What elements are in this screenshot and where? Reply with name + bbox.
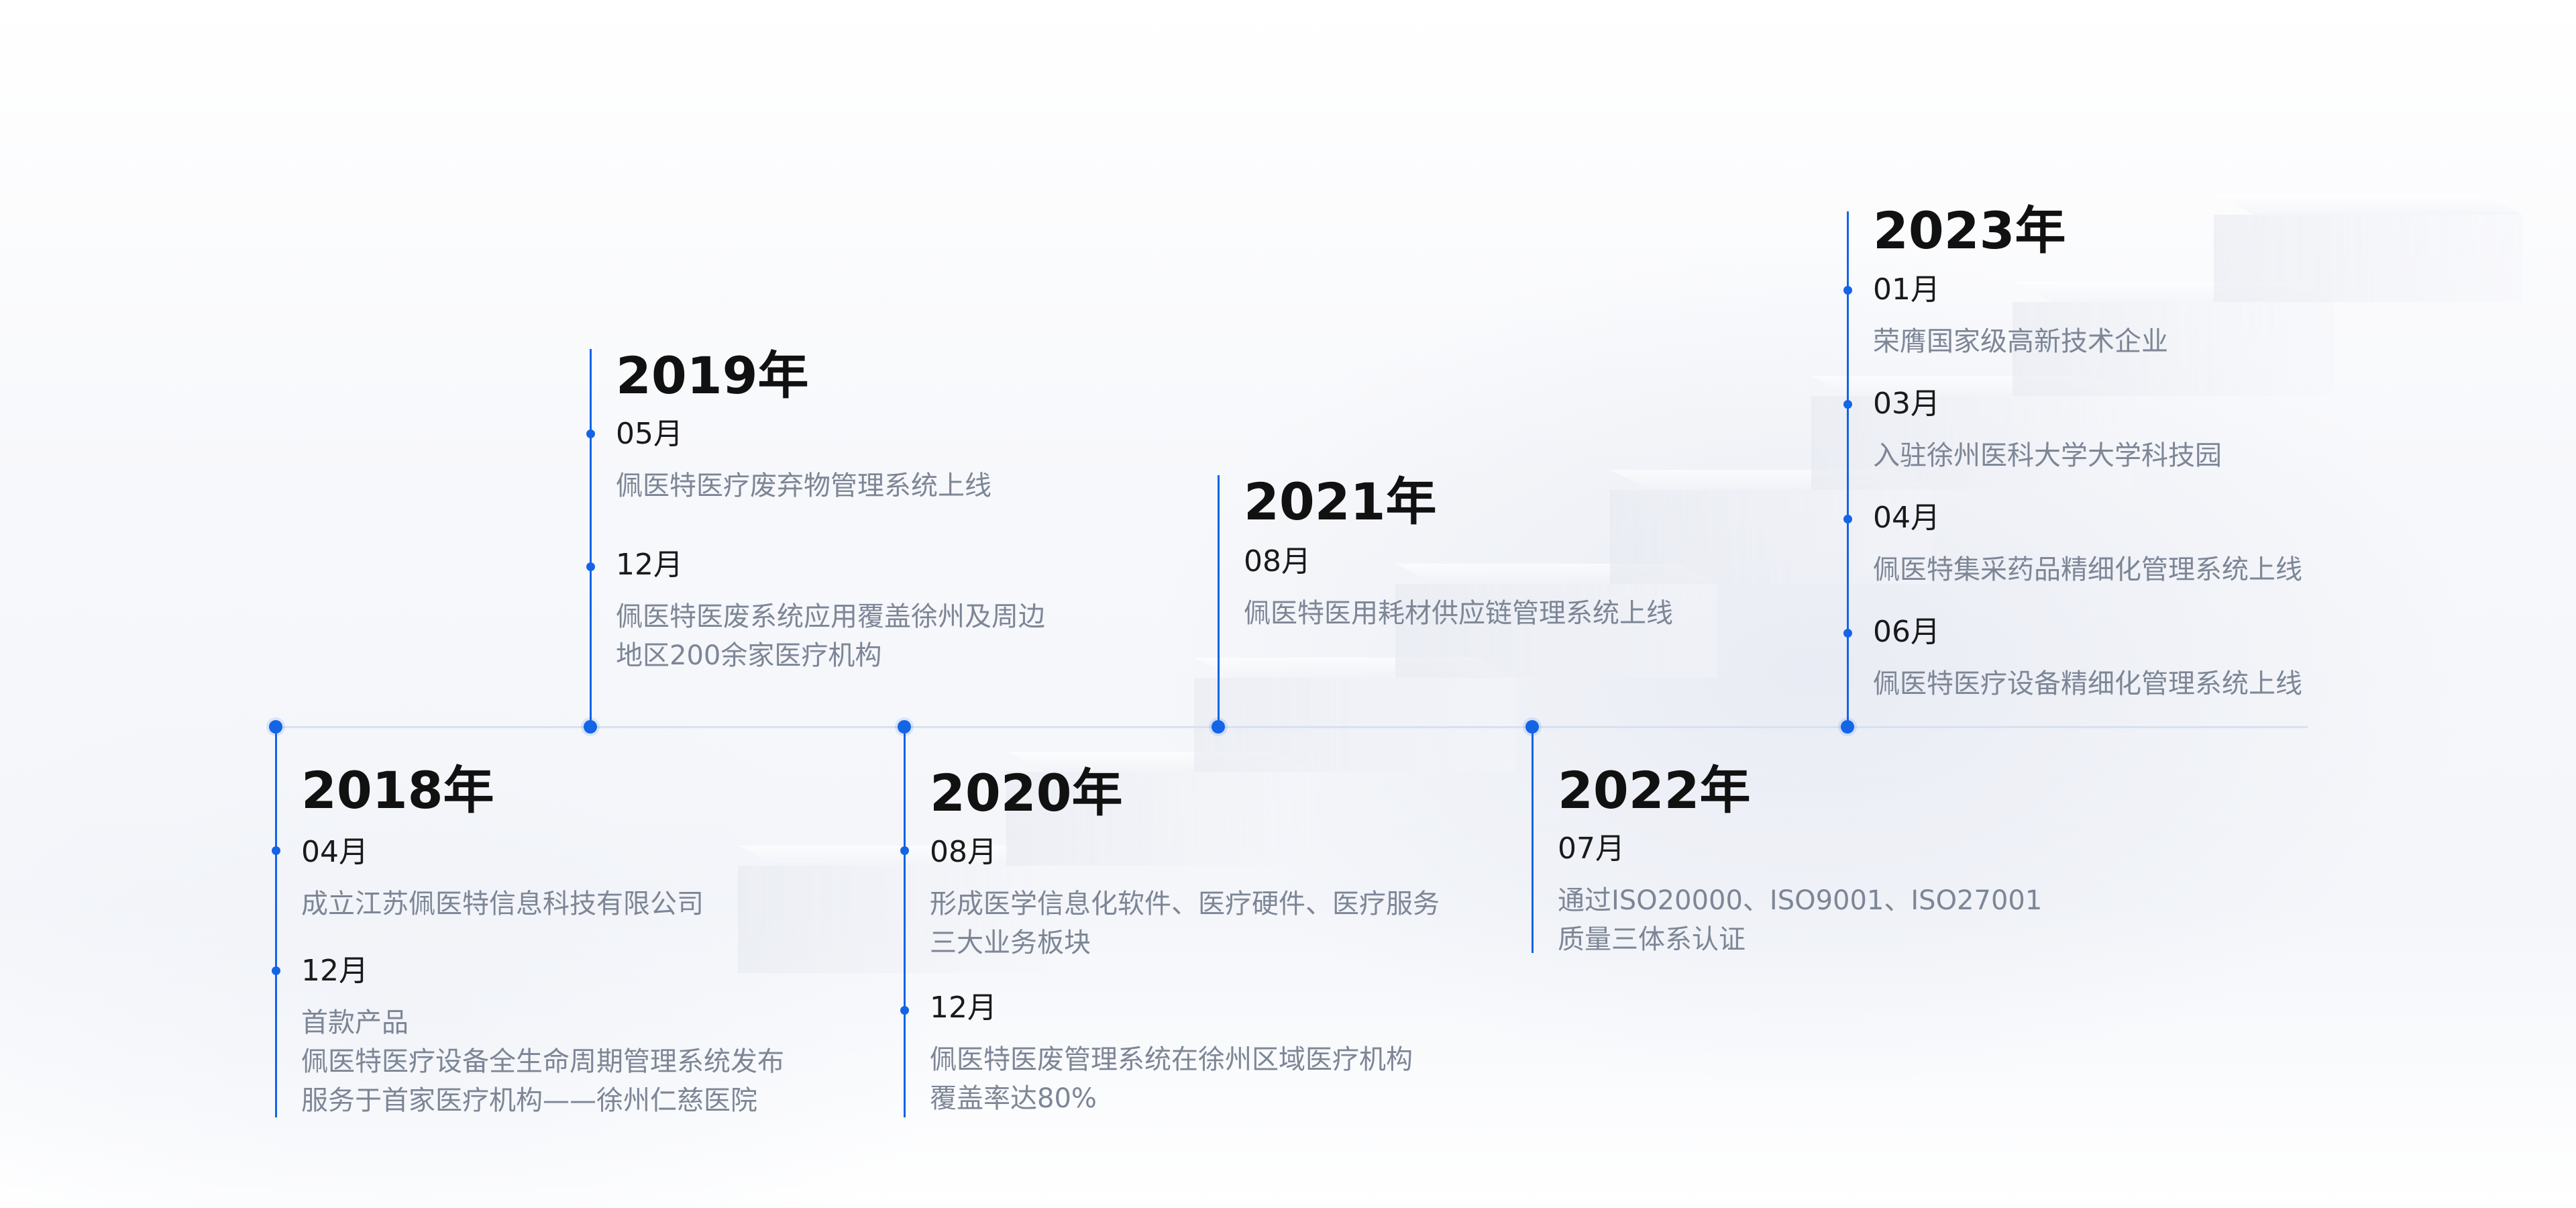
timeline-connector-line — [903, 727, 906, 1117]
timeline-entry: 07月通过ISO20000、ISO9001、ISO27001 质量三体系认证 — [1558, 834, 2042, 959]
timeline-node — [898, 720, 911, 734]
entry-month: 08月 — [1244, 544, 1311, 578]
entry-marker-dot — [271, 846, 280, 855]
timeline-entry: 12月佩医特医废管理系统在徐州区域医疗机构覆盖率达80% — [930, 993, 1413, 1118]
entry-description-line: 地区200余家医疗机构 — [616, 640, 882, 671]
entry-description-line: 佩医特集采药品精细化管理系统上线 — [1873, 554, 2302, 585]
timeline-node — [1525, 720, 1539, 734]
entry-description-line: 佩医特医用耗材供应链管理系统上线 — [1244, 598, 1673, 629]
entry-marker-dot — [1843, 399, 1852, 409]
timeline-entry: 12月佩医特医废系统应用覆盖徐州及周边地区200余家医疗机构 — [616, 550, 1045, 675]
timeline-entry: 06月佩医特医疗设备精细化管理系统上线 — [1873, 617, 2302, 703]
year-heading: 2018年 — [301, 760, 494, 820]
entry-month: 04月 — [1873, 501, 1940, 535]
entry-month: 07月 — [1558, 832, 1625, 866]
entry-description-line: 佩医特医废系统应用覆盖徐州及周边 — [616, 601, 1045, 632]
entry-marker-dot — [271, 966, 280, 975]
entry-marker-dot — [586, 429, 595, 438]
timeline-entry: 04月佩医特集采药品精细化管理系统上线 — [1873, 503, 2302, 589]
entry-description-line: 入驻徐州医科大学大学科技园 — [1873, 440, 2222, 471]
entry-marker-dot — [1843, 628, 1852, 638]
entry-description: 入驻徐州医科大学大学科技园 — [1873, 436, 2222, 475]
entry-description-line: 形成医学信息化软件、医疗硬件、医疗服务 — [930, 889, 1440, 919]
timeline-entry: 08月形成医学信息化软件、医疗硬件、医疗服务三大业务板块 — [930, 838, 1440, 962]
entry-marker-dot — [586, 562, 595, 571]
entry-description-line: 质量三体系认证 — [1558, 924, 1746, 955]
year-heading: 2023年 — [1873, 201, 2066, 260]
timeline-axis — [274, 726, 2308, 728]
entry-description: 佩医特医疗设备精细化管理系统上线 — [1873, 664, 2302, 703]
entry-month: 03月 — [1873, 387, 1940, 421]
entry-description-line: 服务于首家医疗机构——徐州仁慈医院 — [301, 1085, 757, 1116]
entry-description-line: 佩医特医疗设备精细化管理系统上线 — [1873, 668, 2302, 699]
entry-description-line: 覆盖率达80% — [930, 1083, 1097, 1114]
year-heading: 2019年 — [616, 346, 809, 405]
timeline-node — [1841, 720, 1854, 734]
timeline-entry: 03月入驻徐州医科大学大学科技园 — [1873, 389, 2222, 475]
entry-description-line: 首款产品 — [301, 1007, 409, 1038]
entry-description: 荣膺国家级高新技术企业 — [1873, 322, 2168, 361]
entry-description: 佩医特医废系统应用覆盖徐州及周边地区200余家医疗机构 — [616, 597, 1045, 675]
timeline-connector-line — [1846, 211, 1849, 727]
timeline-entry: 05月佩医特医疗废弃物管理系统上线 — [616, 419, 991, 505]
entry-description-line: 成立江苏佩医特信息科技有限公司 — [301, 889, 704, 919]
entry-month: 01月 — [1873, 272, 1940, 307]
entry-description-line: 三大业务板块 — [930, 927, 1091, 958]
timeline-connector-line — [1531, 727, 1534, 953]
entry-month: 12月 — [301, 954, 368, 988]
entry-description-line: 通过ISO20000、ISO9001、ISO27001 — [1558, 885, 2043, 916]
entry-description-line: 佩医特医疗废弃物管理系统上线 — [616, 470, 991, 501]
entry-marker-dot — [1843, 285, 1852, 295]
entry-month: 06月 — [1873, 615, 1940, 649]
timeline-node — [584, 720, 597, 734]
entry-month: 12月 — [930, 991, 997, 1025]
entry-marker-dot — [900, 1005, 909, 1015]
entry-description: 成立江苏佩医特信息科技有限公司 — [301, 885, 704, 923]
entry-description: 形成医学信息化软件、医疗硬件、医疗服务三大业务板块 — [930, 885, 1440, 962]
entry-description: 佩医特医废管理系统在徐州区域医疗机构覆盖率达80% — [930, 1040, 1413, 1118]
entry-month: 12月 — [616, 548, 683, 582]
entry-month: 08月 — [930, 835, 997, 869]
year-heading: 2021年 — [1244, 472, 1437, 532]
timeline-connector-line — [1217, 475, 1220, 727]
entry-marker-dot — [1843, 514, 1852, 523]
timeline-entry: 04月成立江苏佩医特信息科技有限公司 — [301, 838, 704, 923]
entry-marker-dot — [900, 846, 909, 855]
entry-description-line: 佩医特医废管理系统在徐州区域医疗机构 — [930, 1044, 1413, 1075]
year-heading: 2022年 — [1558, 760, 1751, 820]
entry-description: 首款产品佩医特医疗设备全生命周期管理系统发布服务于首家医疗机构——徐州仁慈医院 — [301, 1003, 784, 1120]
timeline-node — [1212, 720, 1225, 734]
entry-description: 佩医特集采药品精细化管理系统上线 — [1873, 550, 2302, 589]
timeline-connector-line — [274, 727, 277, 1117]
entry-description-line: 荣膺国家级高新技术企业 — [1873, 326, 2168, 357]
timeline-entry: 01月荣膺国家级高新技术企业 — [1873, 275, 2168, 361]
timeline-entry: 12月首款产品佩医特医疗设备全生命周期管理系统发布服务于首家医疗机构——徐州仁慈… — [301, 956, 784, 1120]
entry-month: 05月 — [616, 417, 683, 451]
entry-description: 通过ISO20000、ISO9001、ISO27001 质量三体系认证 — [1558, 881, 2042, 959]
entry-description: 佩医特医疗废弃物管理系统上线 — [616, 466, 991, 505]
entry-month: 04月 — [301, 835, 368, 869]
timeline-node — [269, 720, 282, 734]
timeline-connector-line — [589, 349, 592, 727]
year-heading: 2020年 — [930, 763, 1123, 823]
entry-description: 佩医特医用耗材供应链管理系统上线 — [1244, 594, 1673, 633]
entry-description-line: 佩医特医疗设备全生命周期管理系统发布 — [301, 1046, 784, 1077]
timeline-entry: 08月佩医特医用耗材供应链管理系统上线 — [1244, 547, 1673, 633]
